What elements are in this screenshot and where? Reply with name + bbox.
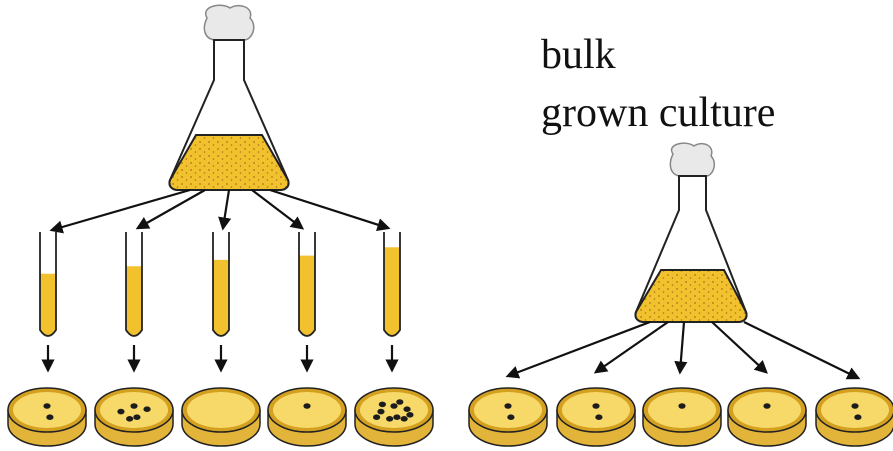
colony xyxy=(592,403,599,409)
petri-plate xyxy=(8,388,86,446)
test-tube xyxy=(299,232,315,336)
colony xyxy=(851,403,858,409)
colony xyxy=(143,406,150,412)
plate-agar-surface xyxy=(13,392,81,428)
colony xyxy=(379,402,386,408)
left-petri-plates xyxy=(8,388,433,446)
plate-agar-surface xyxy=(187,392,255,428)
tube-to-plate-arrows xyxy=(48,345,392,370)
colony xyxy=(854,414,861,420)
colony xyxy=(126,416,133,422)
plate-agar-surface xyxy=(562,392,630,428)
colony xyxy=(303,403,310,409)
colony xyxy=(130,403,137,409)
plate-agar-surface xyxy=(821,392,889,428)
colony xyxy=(406,412,413,418)
left-flask xyxy=(169,5,288,190)
colony xyxy=(46,414,53,420)
right-flask-to-plates-arrows xyxy=(508,322,858,378)
tube-medium-fill xyxy=(40,274,56,336)
test-tube xyxy=(213,232,229,336)
colony xyxy=(678,403,685,409)
tube-medium-fill xyxy=(126,266,142,336)
colony xyxy=(504,403,511,409)
petri-plate xyxy=(557,388,635,446)
cotton-plug-icon xyxy=(204,5,253,40)
colony xyxy=(403,406,410,412)
test-tube xyxy=(384,232,400,336)
petri-plate xyxy=(643,388,721,446)
right-flask xyxy=(635,143,746,322)
tube-medium-fill xyxy=(384,247,400,336)
label-grown-culture: grown culture xyxy=(541,92,775,134)
colony xyxy=(133,414,140,420)
petri-plate xyxy=(816,388,893,446)
colony xyxy=(507,414,514,420)
right-petri-plates xyxy=(469,388,893,446)
colony xyxy=(386,416,393,422)
colony xyxy=(117,409,124,415)
tube-medium-fill xyxy=(299,256,315,336)
colony xyxy=(393,414,400,420)
colony xyxy=(377,409,384,415)
plate-agar-surface xyxy=(648,392,716,428)
colony xyxy=(396,399,403,405)
petri-plate xyxy=(95,388,173,446)
colony xyxy=(401,416,408,422)
petri-plate xyxy=(355,388,433,446)
petri-plate xyxy=(268,388,346,446)
cotton-plug-icon xyxy=(670,143,714,176)
colony xyxy=(43,403,50,409)
test-tube xyxy=(40,232,56,336)
label-bulk: bulk xyxy=(541,34,616,76)
plate-agar-surface xyxy=(474,392,542,428)
colony xyxy=(390,403,397,409)
left-flask-to-tubes-arrows xyxy=(52,190,388,230)
colony xyxy=(763,403,770,409)
plate-agar-surface xyxy=(733,392,801,428)
petri-plate xyxy=(728,388,806,446)
plate-agar-surface xyxy=(100,392,168,428)
tube-medium-fill xyxy=(213,260,229,336)
plate-agar-surface xyxy=(273,392,341,428)
petri-plate xyxy=(182,388,260,446)
plate-agar-surface xyxy=(360,392,428,428)
petri-plate xyxy=(469,388,547,446)
colony xyxy=(373,414,380,420)
test-tubes xyxy=(40,232,400,336)
test-tube xyxy=(126,232,142,336)
colony xyxy=(595,414,602,420)
